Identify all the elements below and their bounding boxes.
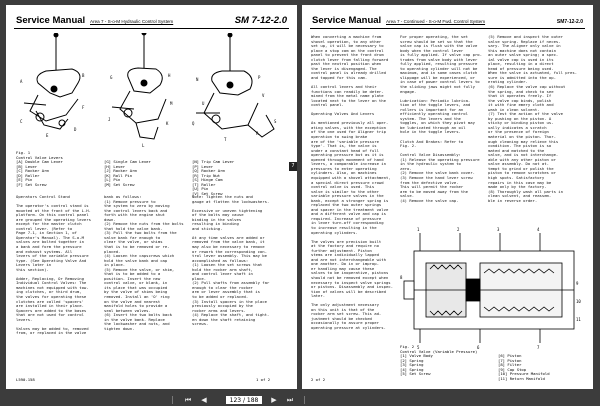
svg-text:8: 8 — [400, 275, 403, 280]
svg-text:C: C — [20, 119, 23, 124]
svg-text:J: J — [108, 117, 110, 122]
page-footer-number: 1 of 2 — [256, 377, 271, 382]
manual-title: Service Manual — [16, 15, 86, 26]
svg-text:4: 4 — [537, 227, 540, 232]
svg-text:D: D — [74, 127, 77, 132]
svg-text:10: 10 — [576, 299, 581, 304]
section-tab-marker: 7 — [289, 162, 297, 171]
svg-text:R: R — [256, 131, 259, 136]
figure-caption: Fig. 1 Control Valve Levers [A] Double C… — [16, 150, 63, 187]
right-manual-page: Service Manual Area 7 - Continued - S-o-… — [302, 5, 593, 389]
manual-title: Service Manual — [312, 15, 382, 26]
svg-text:F: F — [82, 105, 85, 110]
last-page-icon[interactable]: ⏭ — [286, 396, 294, 404]
svg-text:S: S — [274, 119, 277, 124]
svg-text:V: V — [262, 93, 265, 98]
control-valve-levers-figure: A B C D E F G H J K L M N P Q R S T U V — [20, 33, 277, 148]
svg-text:L: L — [142, 143, 145, 148]
left-manual-page: Service Manual Area 7 - S-o-M Hydraulic … — [6, 5, 297, 389]
svg-text:3: 3 — [497, 227, 500, 232]
page-number-field[interactable] — [226, 396, 262, 404]
page-footer-number: 2 of 2 — [311, 377, 326, 382]
figure-caption-col2: [G] Single Cam Lever [H] Lever [J] Rocke… — [104, 159, 151, 187]
svg-text:2: 2 — [457, 227, 460, 232]
area-title: Area 7 - S-o-M Hydraulic Control System — [90, 19, 174, 24]
svg-text:Q: Q — [192, 121, 195, 126]
svg-text:E: E — [46, 133, 49, 138]
svg-text:9: 9 — [576, 281, 579, 286]
svg-text:7: 7 — [537, 345, 540, 350]
svg-text:N: N — [196, 77, 199, 82]
body-column-2: bank as follows: (1) Remove pressure to … — [104, 194, 184, 331]
figure-caption-col2: [6] Piston [7] Piston [8] Filter [9] Cap… — [498, 353, 550, 381]
viewer-toolbar: ⏮ ◀ ▶ ⏭ — [0, 394, 600, 406]
figure-caption-col3: [N] Trip Cam Lever [P] Lever [Q] Rocker … — [192, 159, 235, 196]
first-page-icon[interactable]: ⏮ — [184, 396, 192, 404]
toolbar-divider — [172, 396, 173, 404]
body-column-3: (5) Remove and inspect the outer valve s… — [488, 34, 578, 203]
svg-text:H: H — [168, 73, 171, 78]
body-column-1: When converting a machine from shovel op… — [311, 34, 393, 330]
svg-text:P: P — [258, 75, 261, 80]
body-column-3: Note: Tighten the nuts and gauge at flat… — [192, 194, 270, 327]
svg-text:U: U — [202, 101, 205, 106]
control-valve-figure: 1 2 3 4 5 6 7 8 9 10 11 — [400, 227, 581, 350]
next-page-icon[interactable]: ▶ — [271, 396, 277, 404]
svg-text:B: B — [82, 73, 85, 78]
svg-text:A: A — [20, 79, 23, 84]
figure-caption: Fig. 2 Control Valve (Variable Pressure)… — [400, 344, 478, 377]
toolbar-divider — [304, 396, 305, 404]
svg-text:11: 11 — [576, 317, 581, 322]
page-header: Service Manual Area 7 - Continued - S-o-… — [310, 13, 585, 29]
svg-text:T: T — [224, 137, 227, 142]
body-column-2: For proper operating, the set screw shou… — [400, 34, 482, 203]
svg-text:M: M — [170, 101, 173, 106]
section-code: SM 7-12-2.0 — [234, 15, 287, 26]
svg-text:G: G — [110, 75, 113, 80]
page-footer-code: L590-158 — [16, 377, 35, 382]
prev-page-icon[interactable]: ◀ — [201, 396, 207, 404]
body-column-1: Operators Control Stand The operator's c… — [16, 194, 91, 336]
section-code: SM7-12-2.0 — [556, 19, 583, 25]
svg-text:1: 1 — [417, 227, 420, 232]
area-title: Area 7 - Continued - S-o-M Fwd. Control … — [386, 19, 486, 24]
page-header: Service Manual Area 7 - S-o-M Hydraulic … — [14, 13, 289, 29]
svg-text:6: 6 — [477, 345, 480, 350]
svg-text:K: K — [166, 121, 169, 126]
svg-text:5: 5 — [417, 345, 420, 350]
